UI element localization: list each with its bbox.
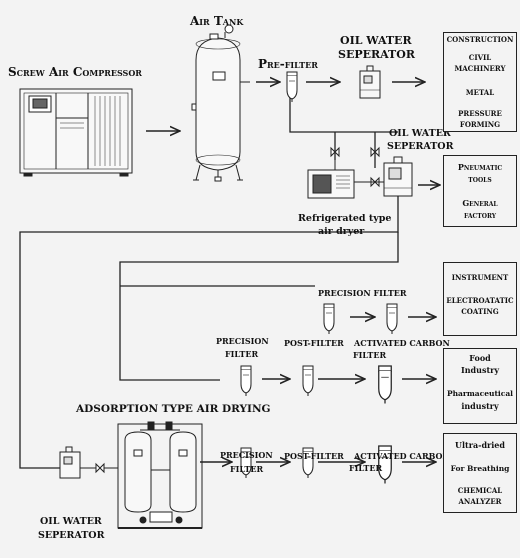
box4-line-1: Food <box>469 353 491 363</box>
pre-filter-label: Pre-filter <box>258 57 318 71</box>
application-box-instrument: INSTRUMENT ELECTROATATIC COATING <box>443 262 517 336</box>
pre-filter-icon <box>286 71 298 103</box>
oil-water-separator-mid-icon <box>383 156 413 197</box>
refrigerated-dryer-label-1: Refrigerated type <box>298 213 392 224</box>
precision-filter-row3-label-1: PRECISION <box>220 450 273 460</box>
activated-carbon-filter-row2-icon <box>378 365 392 405</box>
precision-filter-row3-label-2: FILTER <box>230 464 264 474</box>
post-filter-row2-label: POST-FILTER <box>284 338 344 348</box>
precision-filter-row1-label: PRECISION FILTER <box>318 288 407 298</box>
precision-filter-row2-label-2: FILTER <box>225 349 259 359</box>
box5-line-3: CHEMICAL <box>457 486 503 495</box>
box2-line-3: General <box>462 198 498 208</box>
box4-line-4: industry <box>461 401 499 411</box>
post-filter-row3-label: POST-FILTER <box>284 451 344 461</box>
precision-filter-row2-icon <box>240 365 252 397</box>
refrigerated-dryer-label-2: air dryer <box>318 226 365 237</box>
oil-water-sep-top-label-1: OIL WATER <box>340 34 412 47</box>
box3-line-1: INSTRUMENT <box>451 273 509 282</box>
post-filter-row2-icon <box>302 365 314 397</box>
box2-line-2: tools <box>468 174 492 184</box>
box2-line-4: factory <box>463 210 497 220</box>
precision-filter-row2-label-1: PRECISION <box>216 336 269 346</box>
refrigerated-dryer-icon <box>307 160 384 199</box>
box4-line-3: Pharmaceutical <box>446 389 514 398</box>
screw-compressor-icon <box>19 88 133 177</box>
screw-compressor-label: Screw Air Compressor <box>8 65 142 79</box>
activated-carbon-row2-label-1: ACTIVATED CARBON <box>354 338 450 348</box>
box3-line-2: ELECTROATATIC <box>446 296 514 305</box>
box5-line-1: Ultra-dried <box>455 440 505 450</box>
oil-water-sep-mid-label-1: OIL WATER <box>389 128 451 139</box>
box1-line-1: CONSTRUCTION <box>446 35 514 44</box>
oil-water-separator-top-icon <box>359 65 381 99</box>
oil-water-sep-bottom-label-1: OIL WATER <box>40 516 102 527</box>
air-tank-icon <box>191 24 250 182</box>
application-box-food: Food Industry Pharmaceutical industry <box>443 348 517 424</box>
box3-line-3: COATING <box>461 307 499 316</box>
activated-carbon-row2-label-2: FILTER <box>353 350 387 360</box>
oil-water-sep-top-label-2: SEPERATOR <box>338 48 415 61</box>
adsorption-dryer-icon <box>117 421 203 529</box>
box1-line-6: FORMING <box>459 120 501 129</box>
activated-carbon-row3-label-2: FILTER <box>349 463 383 473</box>
oil-water-sep-mid-label-2: SEPERATOR <box>387 141 454 152</box>
application-box-construction: CONSTRUCTION CIVIL MACHINERY METAL PRESS… <box>443 32 517 132</box>
box4-line-2: Industry <box>460 365 500 375</box>
box5-line-2: For Breathing <box>450 464 510 473</box>
flow-arrows <box>146 82 440 462</box>
box2-line-1: Pneumatic <box>457 162 503 172</box>
box5-line-4: ANALYZER <box>458 497 502 506</box>
box1-line-3: MACHINERY <box>454 64 506 73</box>
piping <box>19 80 399 469</box>
box1-line-4: METAL <box>465 88 495 97</box>
box1-line-5: PRESSURE <box>458 109 502 118</box>
oil-water-sep-bottom-label-2: SEPERATOR <box>38 530 105 541</box>
activated-carbon-row3-label-1: ACTIVATED CARBON <box>354 451 450 461</box>
oil-water-separator-bottom-icon <box>59 446 118 479</box>
application-box-ultra-dried: Ultra-dried For Breathing CHEMICAL ANALY… <box>443 433 517 513</box>
adsorption-dryer-label: ADSORPTION TYPE AIR DRYING <box>76 403 271 415</box>
activated-carbon-filter-row1-icon <box>386 303 398 335</box>
precision-filter-row1-icon <box>323 303 335 335</box>
box1-line-2: CIVIL <box>468 53 492 62</box>
application-box-pneumatic: Pneumatic tools General factory <box>443 155 517 227</box>
air-tank-label: Air Tank <box>190 14 244 28</box>
